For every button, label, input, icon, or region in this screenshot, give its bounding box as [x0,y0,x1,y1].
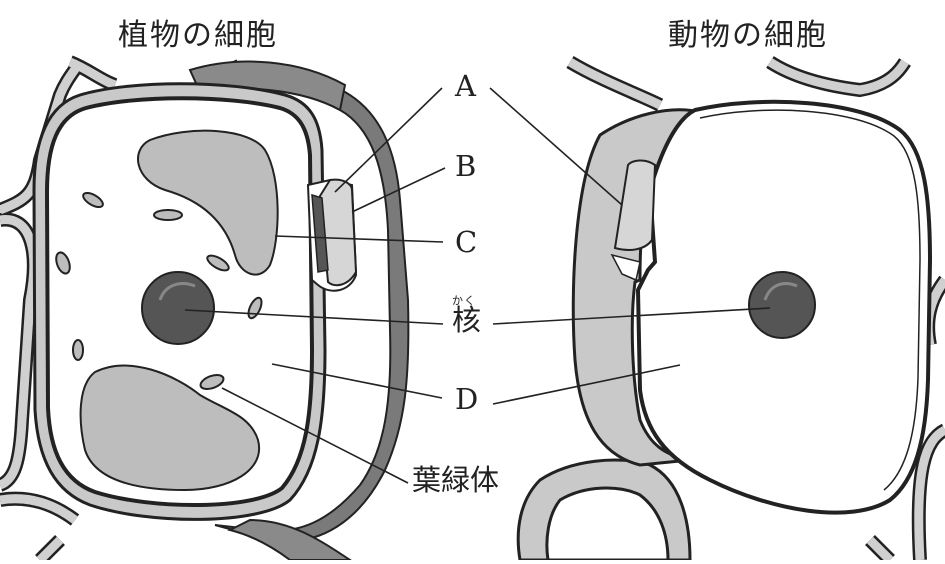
leader-nucleus-animal [492,307,771,325]
leader-lines [184,87,771,484]
plant-cell [0,55,410,564]
plant-nucleus [141,271,215,345]
animal-nucleus [748,271,816,339]
leader-a-plant [334,87,443,193]
plant-cell-title: 植物の細胞 [118,18,278,53]
animal-cell [516,55,945,564]
label-d: D [455,382,479,416]
plant-vacuole-top [137,129,279,276]
plant-vacuole-bottom [79,364,261,492]
leader-c [274,235,444,243]
label-nucleus-reading: かく [452,294,476,307]
leader-a-animal [489,87,623,206]
animal-cell-title: 動物の細胞 [668,18,828,53]
label-a: A [455,69,476,103]
leader-chloroplast [221,387,409,484]
leader-nucleus-plant [184,309,444,325]
label-nucleus: 核 [452,303,482,337]
leader-b [351,167,446,213]
leader-d-plant [271,363,443,399]
label-b: B [455,149,477,183]
leader-d-animal [492,364,681,405]
label-chloroplast: 葉緑体 [412,463,500,497]
label-c: C [455,225,478,259]
